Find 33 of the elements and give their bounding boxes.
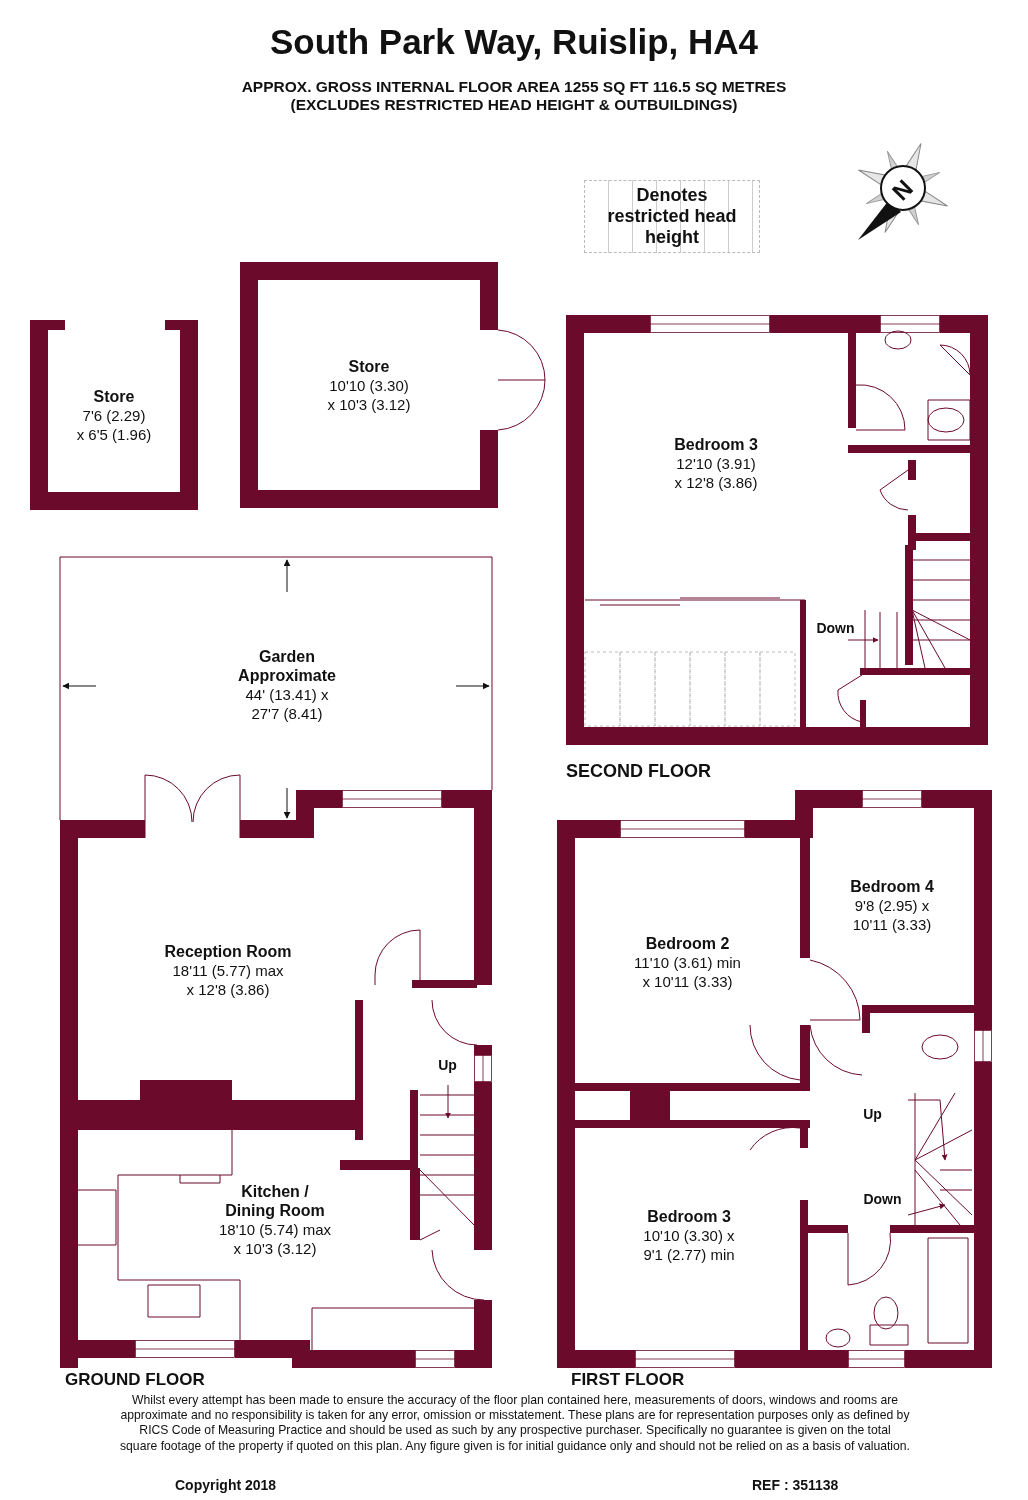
copyright-text: Copyright 2018 <box>175 1477 278 1494</box>
room-dimensions: 12'10 (3.91) x 12'8 (3.86) <box>673 453 759 492</box>
room-dimensions: 10'10 (3.30) x 10'3 (3.12) <box>326 375 412 414</box>
room-name: Bedroom 3 <box>647 1206 731 1226</box>
floor-label: GROUND FLOOR <box>65 1370 206 1391</box>
room-dimensions: 18'10 (5.74) max x 10'3 (3.12) <box>217 1220 333 1258</box>
room-name: Reception Room <box>164 941 292 961</box>
room-dimensions: 11'10 (3.61) min x 10'11 (3.33) <box>633 953 742 991</box>
room-name: Store <box>93 386 135 406</box>
subtitle: APPROX. GROSS INTERNAL FLOOR AREA 1255 SQ FT 116.5 SQ METRES (EXCLUDES RESTRICTED HEAD HEIGHT & OUTBUILDINGS) <box>240 78 788 114</box>
title: South Park Way, Ruislip, HA4 <box>268 22 760 62</box>
compass-letter: N <box>885 173 920 208</box>
room-name: Bedroom 3 <box>674 434 758 454</box>
floor-label: FIRST FLOOR <box>571 1370 686 1391</box>
legend-box <box>584 180 760 253</box>
room-name: Garden Approximate <box>237 647 337 685</box>
room-name: Kitchen / Dining Room <box>225 1182 325 1220</box>
room-dimensions: 18'11 (5.77) max x 12'8 (3.86) <box>171 960 285 999</box>
stair-label: Down <box>862 1191 903 1208</box>
room-name: Bedroom 4 <box>850 876 934 896</box>
room-name: Store <box>348 356 390 376</box>
room-dimensions: 9'8 (2.95) x 10'11 (3.33) <box>851 895 933 934</box>
room-dimensions: 10'10 (3.30) x 9'1 (2.77) min <box>642 1225 736 1264</box>
room-dimensions: 7'6 (2.29) x 6'5 (1.96) <box>75 405 153 444</box>
stair-label: Up <box>437 1057 458 1074</box>
disclaimer-text: Whilst every attempt has been made to ensure the accuracy of the floor plan contained here, measurements of doors, windows and rooms are approximate and no responsibility is taken for any error, omission or misstatement. These plans are for representation purposes only as defined by RICS Code of Measuring Practice and should be used as such by any prospective purchaser. Specifically no guarantee is given on the total square footage of the property if quoted on this plan. Any figure given is for initial guidance only and should not be relied on as a basis of valuation. <box>120 1393 910 1454</box>
stair-label: Up <box>862 1106 883 1123</box>
room-name: Bedroom 2 <box>645 934 730 953</box>
reference-number: REF : 351138 <box>752 1477 840 1494</box>
room-dimensions: 44' (13.41) x 27'7 (8.41) <box>244 685 330 723</box>
floor-label: SECOND FLOOR <box>566 761 712 783</box>
stair-label: Down <box>815 620 856 637</box>
legend-text: Denotes restricted head height <box>606 185 738 248</box>
